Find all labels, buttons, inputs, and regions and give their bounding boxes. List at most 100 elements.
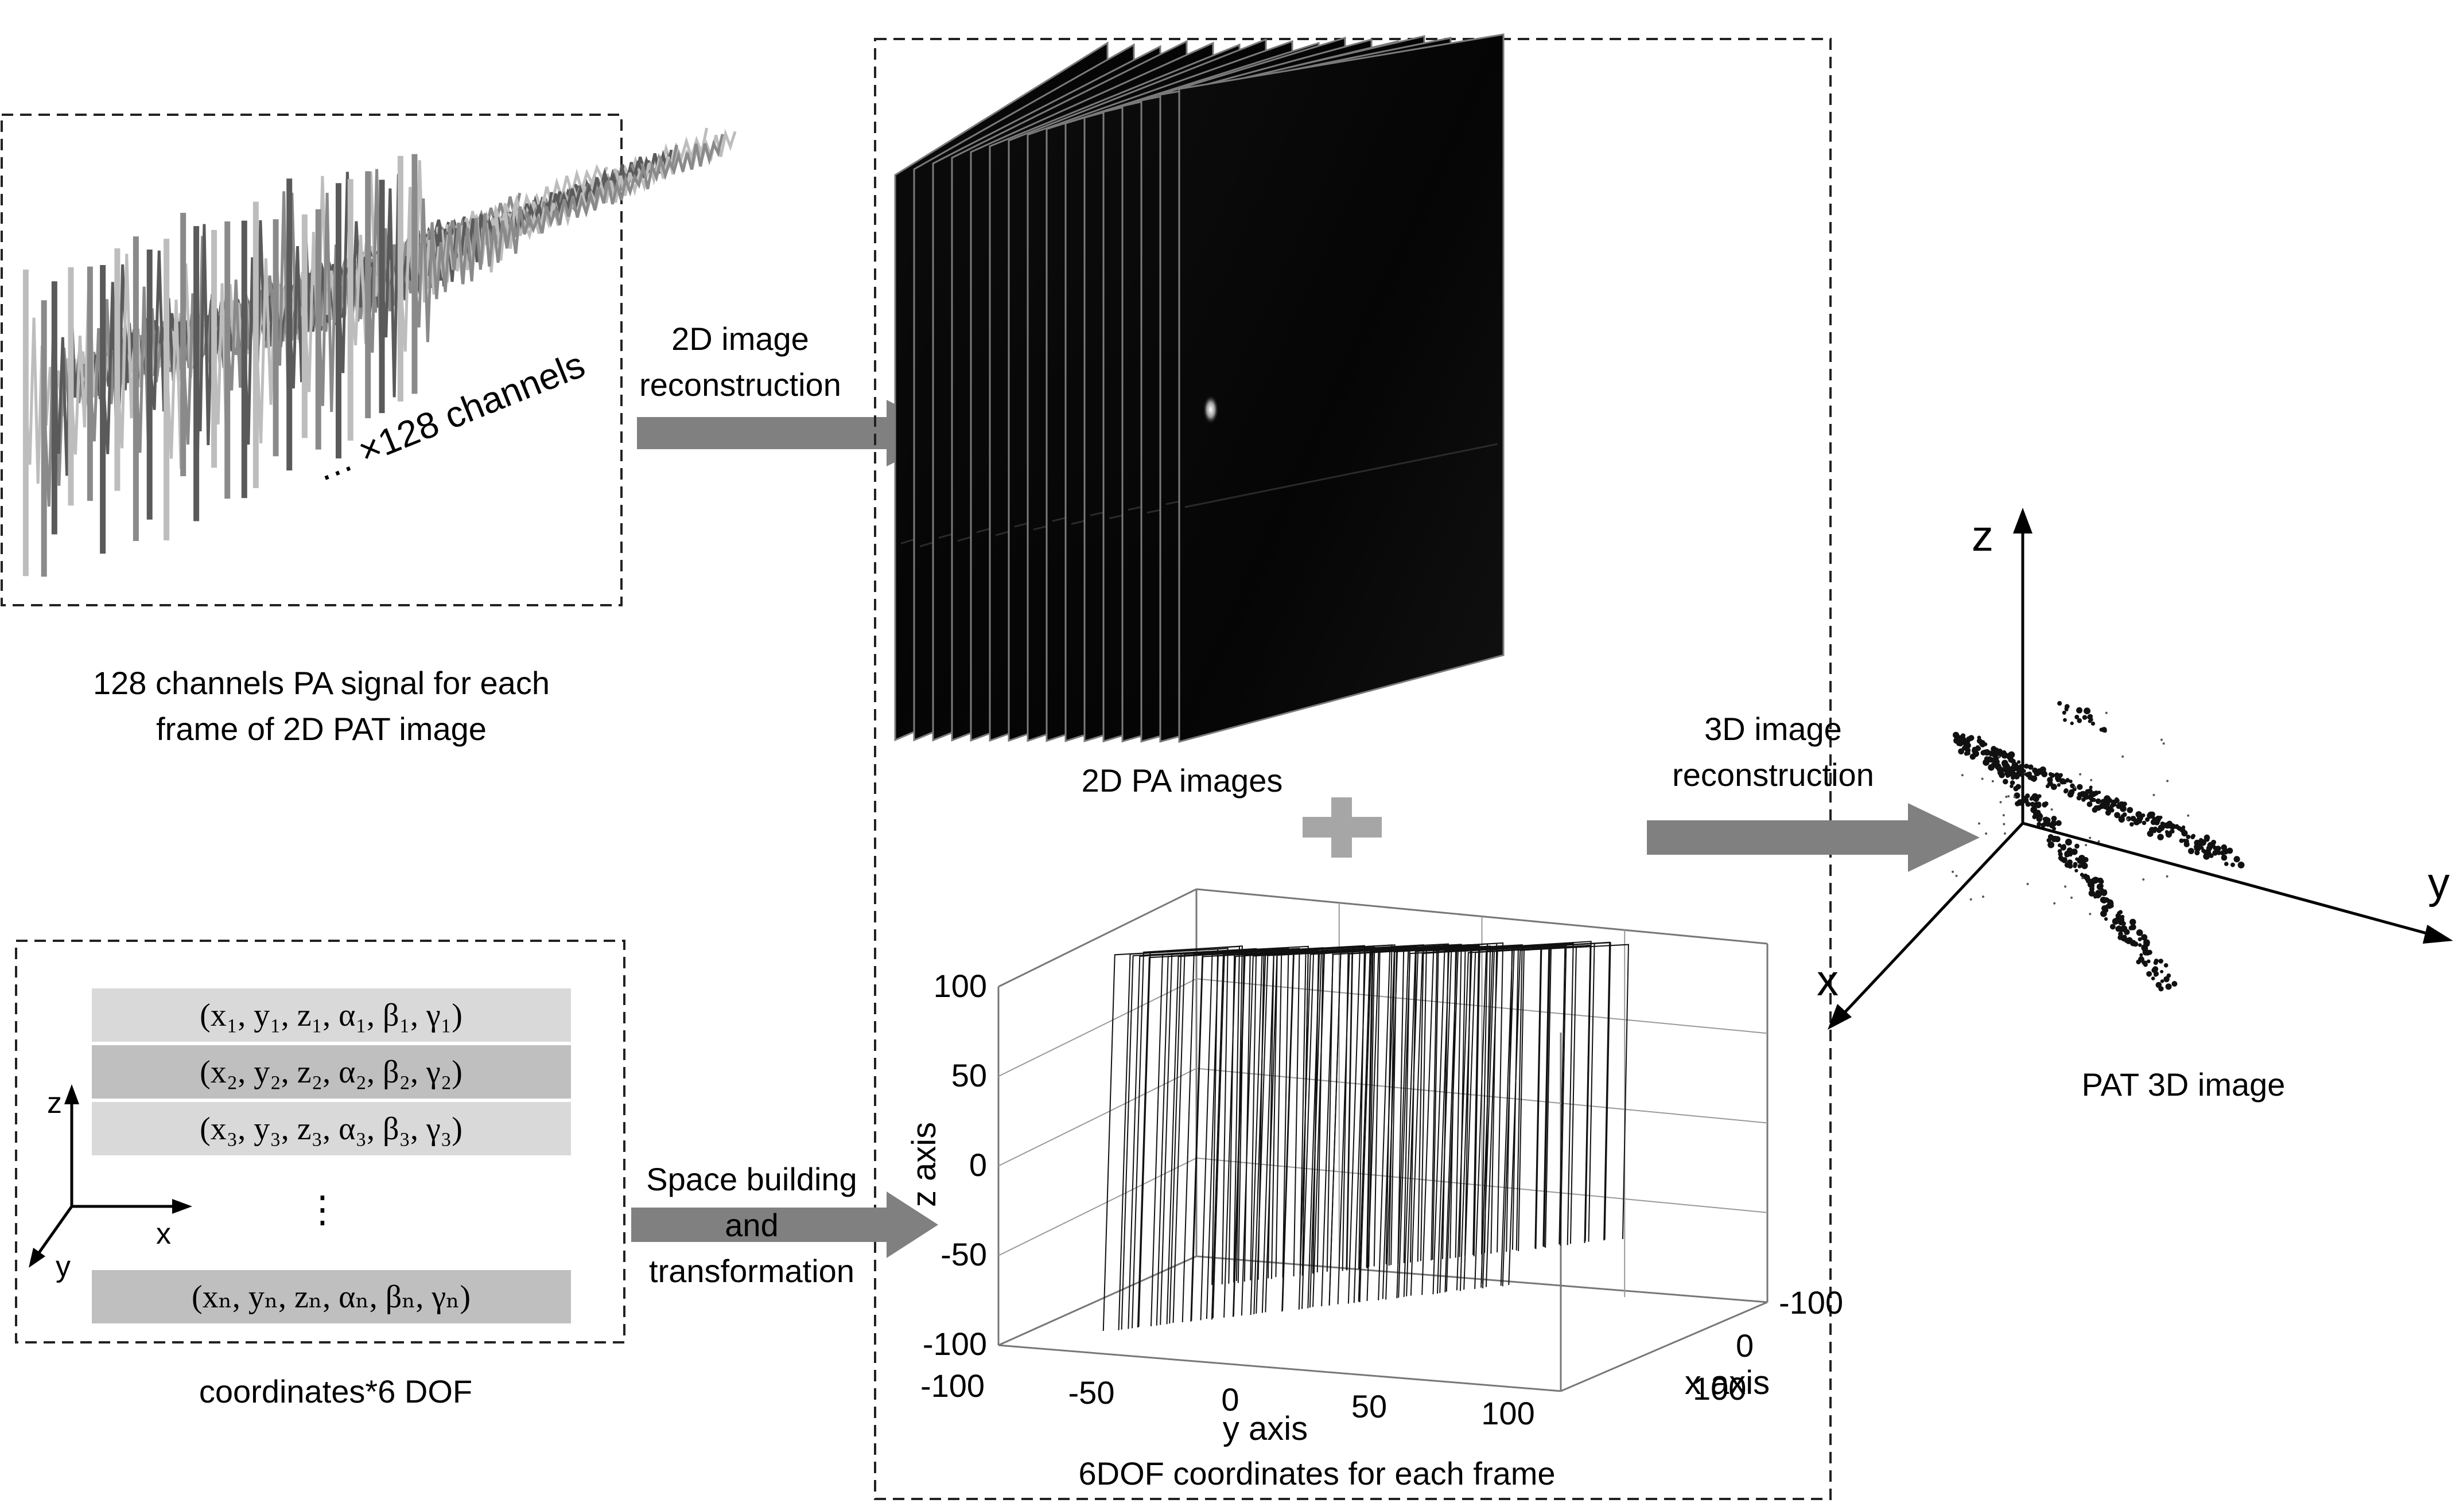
point-noise xyxy=(1999,801,2002,804)
recon3d-label-line1: 3D image xyxy=(1704,711,1842,747)
recon2d-label-line2: reconstruction xyxy=(639,367,841,403)
point xyxy=(2141,934,2148,941)
point xyxy=(2143,960,2147,965)
plot-ytick-label: 50 xyxy=(1351,1388,1387,1424)
space-arrow xyxy=(631,1191,938,1258)
point-noise xyxy=(2053,902,2056,905)
point xyxy=(2191,834,2195,838)
point-noise xyxy=(2013,796,2016,799)
plot-frame-outline xyxy=(1206,949,1319,1319)
point xyxy=(2052,827,2057,831)
point xyxy=(2158,959,2164,964)
point xyxy=(2065,778,2070,783)
point xyxy=(2044,816,2049,821)
point xyxy=(2158,986,2164,992)
result-axis-z: z xyxy=(1972,512,1993,560)
point xyxy=(2063,788,2069,793)
point xyxy=(2212,850,2218,856)
plot-gridline xyxy=(1196,978,1768,1034)
point xyxy=(2050,820,2057,827)
plot-frame-outline xyxy=(1172,948,1282,1323)
coords-axis-y: y xyxy=(56,1250,71,1283)
point xyxy=(2064,707,2069,712)
point xyxy=(2127,807,2133,813)
point xyxy=(1992,758,1998,765)
point xyxy=(2152,966,2159,972)
point xyxy=(2010,784,2014,788)
point xyxy=(1988,750,1995,757)
point-noise xyxy=(1991,780,1994,782)
plot-gridline xyxy=(998,978,1197,1077)
point xyxy=(2104,917,2108,921)
point xyxy=(1964,751,1969,756)
point xyxy=(2095,798,2101,804)
point-noise xyxy=(1981,777,1984,780)
point xyxy=(1961,746,1966,751)
recon2d-arrow xyxy=(637,400,953,466)
point xyxy=(2221,854,2228,861)
point xyxy=(2043,801,2049,807)
point xyxy=(2146,959,2151,964)
point xyxy=(2224,862,2229,866)
point xyxy=(2145,817,2150,822)
plot-box-edge xyxy=(998,1344,1561,1392)
point xyxy=(2090,886,2094,890)
coord-row-2 xyxy=(92,1045,571,1099)
result-caption: PAT 3D image xyxy=(2082,1066,2286,1103)
point xyxy=(2065,839,2072,846)
point xyxy=(2010,770,2016,777)
coord-row-n-text: (xₙ, yₙ, zₙ, αₙ, βₙ, γₙ) xyxy=(192,1279,471,1315)
point xyxy=(2058,855,2063,861)
point xyxy=(2016,760,2021,764)
recon3d-label-line2: reconstruction xyxy=(1672,757,1874,793)
point xyxy=(2230,862,2235,867)
point xyxy=(2062,844,2066,848)
point xyxy=(2114,812,2120,819)
space-label-line1: Space building xyxy=(646,1161,857,1197)
plot-frame-outline xyxy=(1118,948,1229,1330)
point xyxy=(2186,835,2191,839)
plot-ztick-label: -100 xyxy=(923,1326,987,1362)
plot-frame-outline xyxy=(1359,945,1480,1303)
coords-panel: (x₁, y₁, z₁, α₁, β₁, γ₁) (x₂, y₂, z₂, α₂… xyxy=(15,940,625,1343)
point-noise xyxy=(2026,883,2029,886)
point xyxy=(2093,805,2099,811)
point xyxy=(2114,797,2119,802)
point xyxy=(1997,769,2004,776)
point xyxy=(2086,801,2093,807)
point xyxy=(1965,742,1971,749)
point-noise xyxy=(2002,814,2005,817)
point xyxy=(2077,864,2082,869)
point xyxy=(2138,943,2142,947)
point xyxy=(2183,839,2189,844)
point xyxy=(2179,827,2185,833)
point xyxy=(2057,849,2062,854)
signal-caption-line2: frame of 2D PAT image xyxy=(156,711,487,747)
point xyxy=(2142,946,2148,952)
coords-panel-border xyxy=(15,940,625,1343)
point xyxy=(2122,934,2127,940)
recon2d-arrow-shape xyxy=(637,400,953,466)
point-noise xyxy=(2007,795,2010,798)
point-noise xyxy=(2089,913,2092,916)
point xyxy=(2030,801,2035,807)
point xyxy=(2194,844,2201,852)
point-noise xyxy=(2070,896,2073,899)
point xyxy=(2055,820,2062,827)
point xyxy=(2064,862,2070,868)
plot-caption: 6DOF coordinates for each frame xyxy=(1078,1455,1555,1491)
point xyxy=(2199,839,2206,846)
stack-caption: 2D PA images xyxy=(1082,762,1283,799)
coord-row-1-text: (x₁, y₁, z₁, α₁, β₁, γ₁) xyxy=(200,998,463,1033)
coords-axes-icon xyxy=(29,1084,192,1268)
point xyxy=(2037,821,2042,827)
point-noise xyxy=(2162,742,2165,745)
pa-image-frame xyxy=(1178,33,1505,743)
point xyxy=(1968,735,1975,741)
point xyxy=(2164,830,2169,834)
point xyxy=(2088,719,2092,723)
plot-ztick-label: -50 xyxy=(940,1236,987,1272)
point-cloud xyxy=(1952,701,2245,992)
plot-ylabel: y axis xyxy=(1223,1410,1308,1447)
point-noise xyxy=(2005,796,2008,799)
